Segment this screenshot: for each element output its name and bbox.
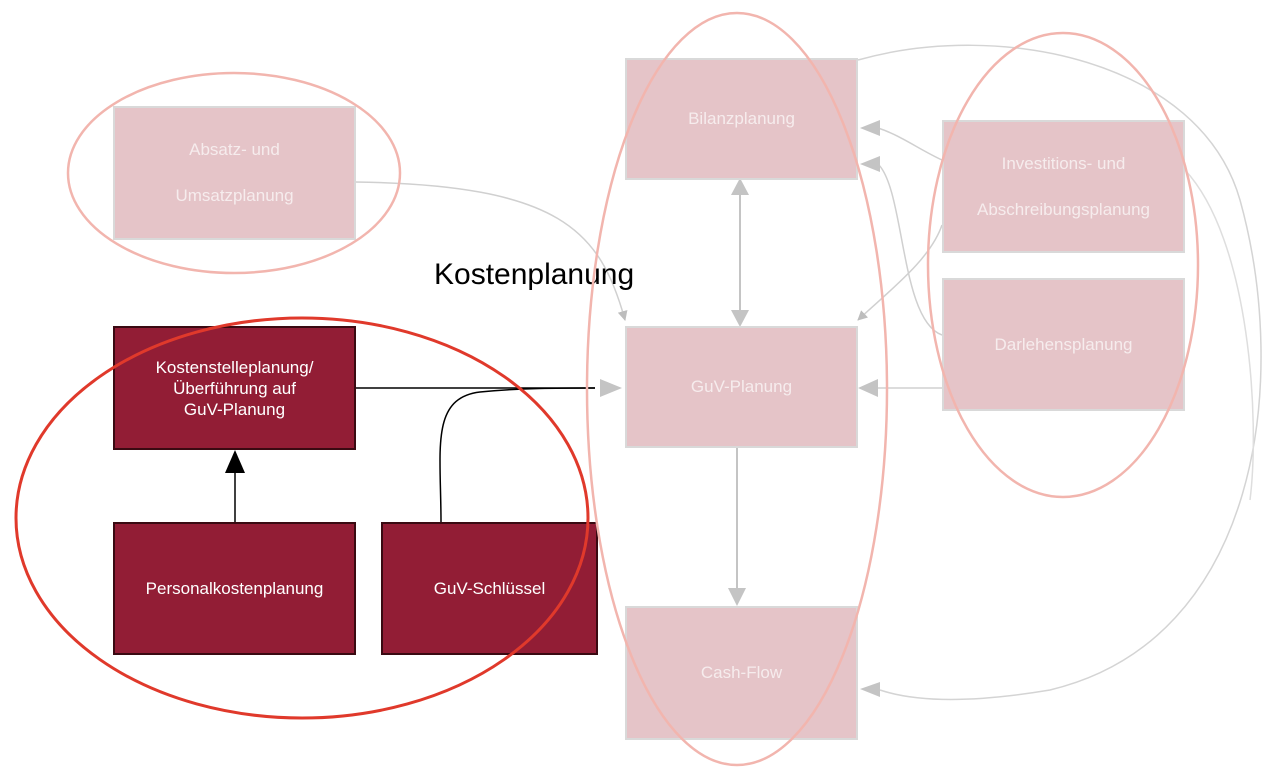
box-kostenstelle-line3: GuV-Planung — [183, 399, 286, 419]
arrow-left-cashflow — [860, 682, 880, 697]
box-investition-line1: Investitions- und — [1001, 153, 1126, 173]
arrow-left-bilanz-2 — [860, 156, 880, 172]
box-investition-line2: Abschreibungsplanung — [977, 199, 1150, 219]
box-kostenstelle-line2: Überführung auf — [173, 378, 296, 398]
title-label: Kostenplanung — [434, 258, 635, 291]
arrow-into-guv — [600, 379, 622, 397]
box-absatz-line2: Umsatzplanung — [175, 186, 294, 205]
box-cashflow: Cash-Flow — [625, 606, 858, 740]
box-guv: GuV-Planung — [625, 326, 858, 448]
box-kostenstelle-line1: Kostenstelleplanung/ — [155, 357, 314, 377]
box-darlehen: Darlehensplanung — [942, 278, 1185, 411]
box-darlehen-label: Darlehensplanung — [994, 334, 1133, 354]
arrow-down-guv — [731, 310, 749, 327]
arrow-left-bilanz-1 — [860, 120, 880, 136]
arrow-down-cashflow — [728, 588, 746, 606]
box-bilanz: Bilanzplanung — [625, 58, 858, 180]
box-schluessel-label: GuV-Schlüssel — [433, 579, 546, 598]
box-absatz-line1: Absatz- und — [189, 140, 280, 159]
box-schluessel: GuV-Schlüssel — [381, 522, 598, 655]
arrow-up-kostenstelle — [225, 450, 245, 473]
box-kostenstelle: Kostenstelleplanung/ Überführung auf GuV… — [113, 326, 356, 450]
arrow-up-bilanz — [731, 178, 749, 195]
connector-schluessel-guv — [439, 387, 596, 523]
connector-invest-cashflow — [1184, 169, 1255, 501]
connector-invest-bilanz — [877, 127, 943, 161]
box-personal-label: Personalkostenplanung — [145, 579, 324, 598]
box-personal: Personalkostenplanung — [113, 522, 356, 655]
connector-darlehen-bilanz — [877, 163, 943, 336]
connector-invest-guv — [857, 224, 943, 321]
box-absatz: Absatz- und Umsatzplanung — [113, 106, 356, 240]
box-guv-label: GuV-Planung — [690, 377, 793, 396]
box-investition: Investitions- und Abschreibungsplanung — [942, 120, 1185, 253]
box-cashflow-label: Cash-Flow — [700, 663, 783, 682]
box-bilanz-label: Bilanzplanung — [688, 109, 795, 128]
connector-absatz-guv — [354, 181, 628, 321]
arrow-left-guv — [858, 379, 878, 397]
